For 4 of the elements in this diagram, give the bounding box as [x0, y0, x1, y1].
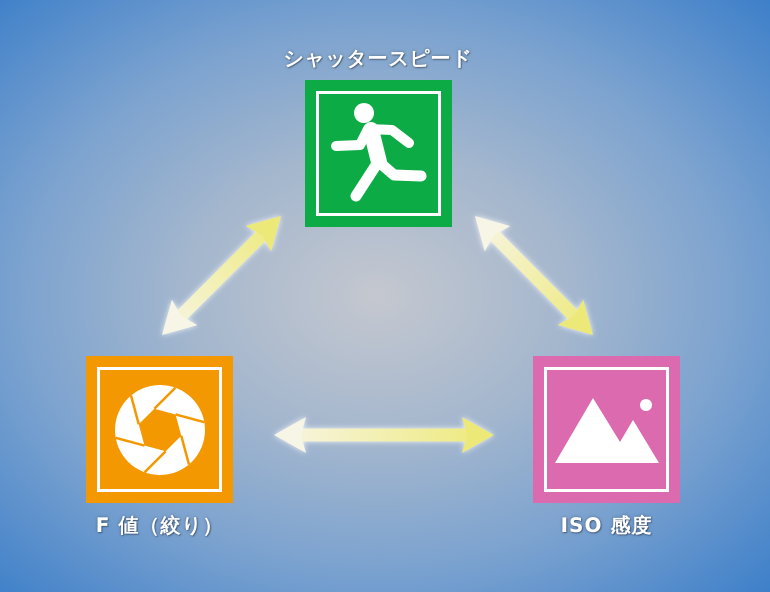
double-arrow	[274, 417, 494, 453]
node-label: ISO 感度	[560, 512, 652, 539]
node-label: F 値（絞り）	[96, 512, 224, 539]
node-label: シャッタースピード	[284, 45, 472, 72]
